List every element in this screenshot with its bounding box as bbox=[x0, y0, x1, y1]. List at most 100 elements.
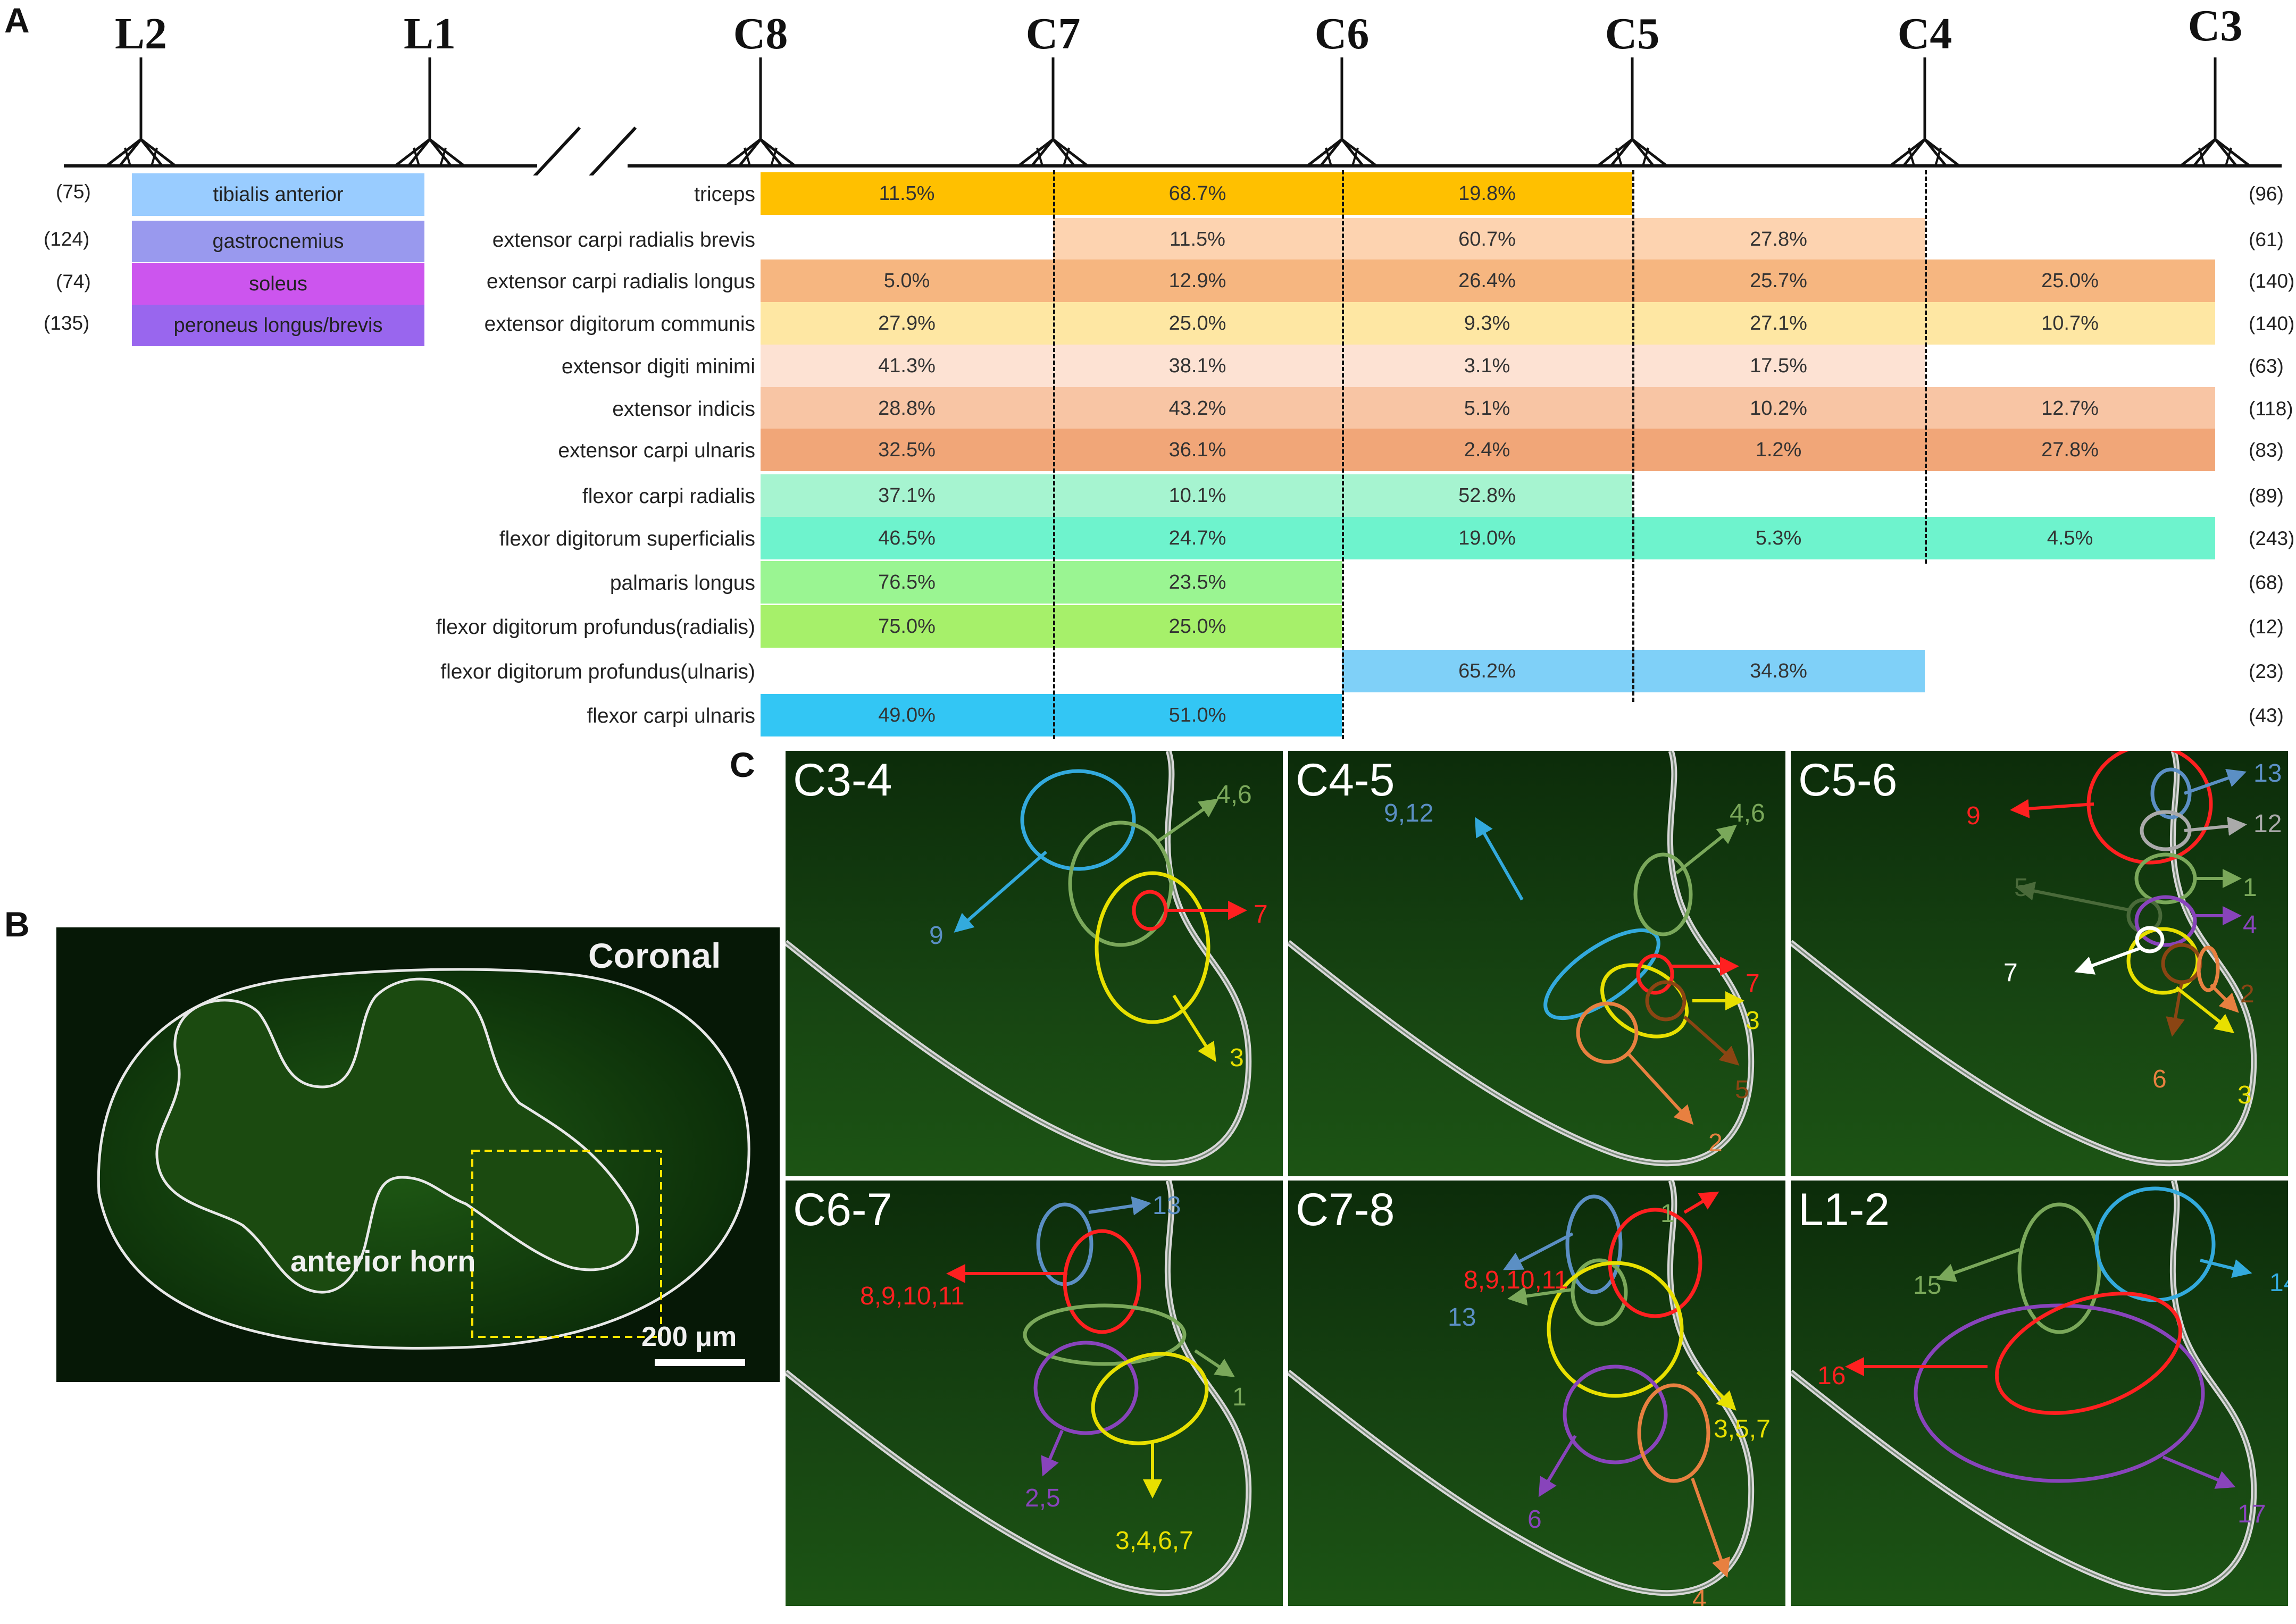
motor-pool-arrow bbox=[1194, 1349, 1235, 1377]
motor-pool-outline bbox=[2135, 926, 2165, 953]
leg-muscle-count: (74) bbox=[56, 271, 91, 292]
motor-pool-label: 4 bbox=[1692, 1585, 1707, 1606]
segment-root-c7 bbox=[1017, 57, 1089, 167]
motor-pool-arrow bbox=[1157, 798, 1219, 843]
motor-pool-label: 7 bbox=[2003, 959, 2018, 987]
motor-pool-arrow bbox=[2175, 986, 2235, 1034]
arm-muscle-cell: 5.0% bbox=[761, 259, 1053, 302]
motor-pool-outline bbox=[1645, 980, 1686, 1022]
motor-pool-outline bbox=[2017, 1202, 2101, 1334]
arm-muscle-cell: 11.5% bbox=[761, 172, 1053, 215]
segment-label-l1: L1 bbox=[403, 9, 456, 58]
segment-root-c4 bbox=[1889, 57, 1960, 167]
anterior-horn-label: anterior horn bbox=[290, 1244, 476, 1278]
arm-muscle-cell: 12.7% bbox=[1925, 387, 2215, 430]
motor-pool-arrow bbox=[1691, 1478, 1730, 1578]
motor-pool-arrow bbox=[2184, 816, 2247, 836]
cord-break-mark bbox=[589, 126, 637, 175]
motor-pool-outline bbox=[1633, 852, 1693, 936]
arm-muscle-cell: 2.4% bbox=[1342, 429, 1632, 471]
arm-muscle-cell: 32.5% bbox=[761, 429, 1053, 471]
segment-label-c4: C4 bbox=[1897, 9, 1952, 58]
arm-muscle-cell: 10.1% bbox=[1053, 474, 1342, 517]
arm-muscle-cell: 5.3% bbox=[1632, 517, 1925, 559]
arm-muscle-cell: 1.2% bbox=[1632, 429, 1925, 471]
motor-pool-outline bbox=[1543, 928, 1660, 1020]
guide-c5 bbox=[1632, 170, 1634, 702]
arm-muscle-count: (96) bbox=[2249, 183, 2284, 205]
cord-break-mark bbox=[533, 126, 581, 175]
arm-muscle-cell: 26.4% bbox=[1342, 259, 1632, 302]
arm-muscle-count: (12) bbox=[2249, 616, 2284, 638]
arm-muscle-cell: 38.1% bbox=[1053, 345, 1342, 387]
leg-muscle-count: (135) bbox=[44, 312, 90, 334]
arm-muscle-name: extensor carpi radialis longus bbox=[486, 270, 755, 293]
coronal-label: Coronal bbox=[588, 936, 721, 975]
tile-l1-2: L1-215141617 bbox=[1791, 1181, 2288, 1606]
spinal-cord-outline bbox=[97, 968, 750, 1366]
motor-pool-label: 7 bbox=[1746, 969, 1760, 998]
motor-pool-outline bbox=[1095, 871, 1210, 1024]
motor-pool-label: 13 bbox=[2253, 759, 2282, 788]
arm-muscle-cell: 36.1% bbox=[1053, 429, 1342, 471]
motor-pool-arrow bbox=[1683, 1191, 1719, 1214]
motor-pool-label: 3,4,6,7 bbox=[1115, 1527, 1193, 1555]
motor-pool-arrow bbox=[2074, 946, 2143, 975]
arm-muscle-cell: 37.1% bbox=[761, 474, 1053, 517]
arm-muscle-cell: 75.0% bbox=[761, 605, 1053, 648]
arm-muscle-cell: 49.0% bbox=[761, 694, 1053, 736]
motor-pool-outline bbox=[1033, 1341, 1139, 1435]
motor-pool-arrow bbox=[1675, 824, 1738, 875]
motor-pool-label: 2 bbox=[1708, 1129, 1723, 1157]
tile-overlay bbox=[1288, 751, 1755, 1167]
arm-muscle-cell: 46.5% bbox=[761, 517, 1053, 559]
motor-pool-label: 6 bbox=[1527, 1505, 1542, 1534]
motor-pool-outline bbox=[1994, 1292, 2183, 1415]
motor-pool-label: 13 bbox=[1448, 1303, 1476, 1332]
arm-muscle-count: (83) bbox=[2249, 439, 2284, 461]
motor-pool-arrow bbox=[1088, 1196, 1151, 1216]
gray-matter-border bbox=[1288, 751, 1755, 1167]
arm-muscle-cell: 34.8% bbox=[1632, 650, 1925, 692]
scale-bar-label: 200 μm bbox=[641, 1321, 737, 1352]
arm-muscle-cell: 5.1% bbox=[1342, 387, 1632, 430]
motor-pool-outline bbox=[1063, 1229, 1141, 1334]
arm-muscle-count: (118) bbox=[2249, 398, 2293, 420]
tile-overlay bbox=[786, 751, 1252, 1167]
arm-muscle-cell: 23.5% bbox=[1053, 561, 1342, 604]
motor-pool-label: 1 bbox=[1232, 1383, 1247, 1411]
leg-muscle-count: (75) bbox=[56, 181, 91, 203]
motor-pool-label: 3,5,7 bbox=[1714, 1415, 1771, 1443]
motor-pool-label: 15 bbox=[1913, 1271, 1942, 1300]
tile-overlay bbox=[1791, 751, 2257, 1167]
motor-pool-label: 5 bbox=[1735, 1076, 1749, 1104]
motor-pool-arrow bbox=[2162, 1455, 2236, 1489]
motor-pool-arrow bbox=[1683, 1015, 1740, 1066]
arm-muscle-cell: 19.8% bbox=[1342, 172, 1632, 215]
arm-muscle-cell: 19.0% bbox=[1342, 517, 1632, 559]
motor-pool-label: 3 bbox=[1746, 1007, 1760, 1035]
arm-muscle-cell: 10.2% bbox=[1632, 387, 1925, 430]
arm-muscle-cell: 43.2% bbox=[1053, 387, 1342, 430]
motor-pool-outline bbox=[1600, 963, 1689, 1039]
leg-muscle-count: (124) bbox=[44, 228, 90, 250]
motor-pool-label: 9,12 bbox=[1384, 799, 1434, 827]
motor-pool-arrow bbox=[1041, 1429, 1064, 1477]
motor-pool-label: 4 bbox=[2243, 911, 2257, 939]
motor-pool-outline bbox=[1636, 953, 1674, 995]
motor-pool-arrow bbox=[2209, 983, 2239, 1013]
motor-pool-label: 4,6 bbox=[1730, 799, 1765, 827]
arm-muscle-cell: 76.5% bbox=[761, 561, 1053, 604]
motor-pool-arrow bbox=[1627, 1052, 1694, 1125]
motor-pool-arrow bbox=[954, 850, 1047, 933]
motor-pool-outline bbox=[1023, 1303, 1187, 1366]
arm-muscle-cell: 11.5% bbox=[1053, 218, 1342, 261]
arm-muscle-name: extensor digitorum communis bbox=[484, 313, 755, 336]
guide-c6 bbox=[1342, 170, 1344, 739]
arm-muscle-name: extensor indicis bbox=[612, 398, 755, 421]
arm-muscle-cell: 25.0% bbox=[1053, 605, 1342, 648]
arm-muscle-name: flexor digitorum profundus(ulnaris) bbox=[440, 660, 755, 683]
